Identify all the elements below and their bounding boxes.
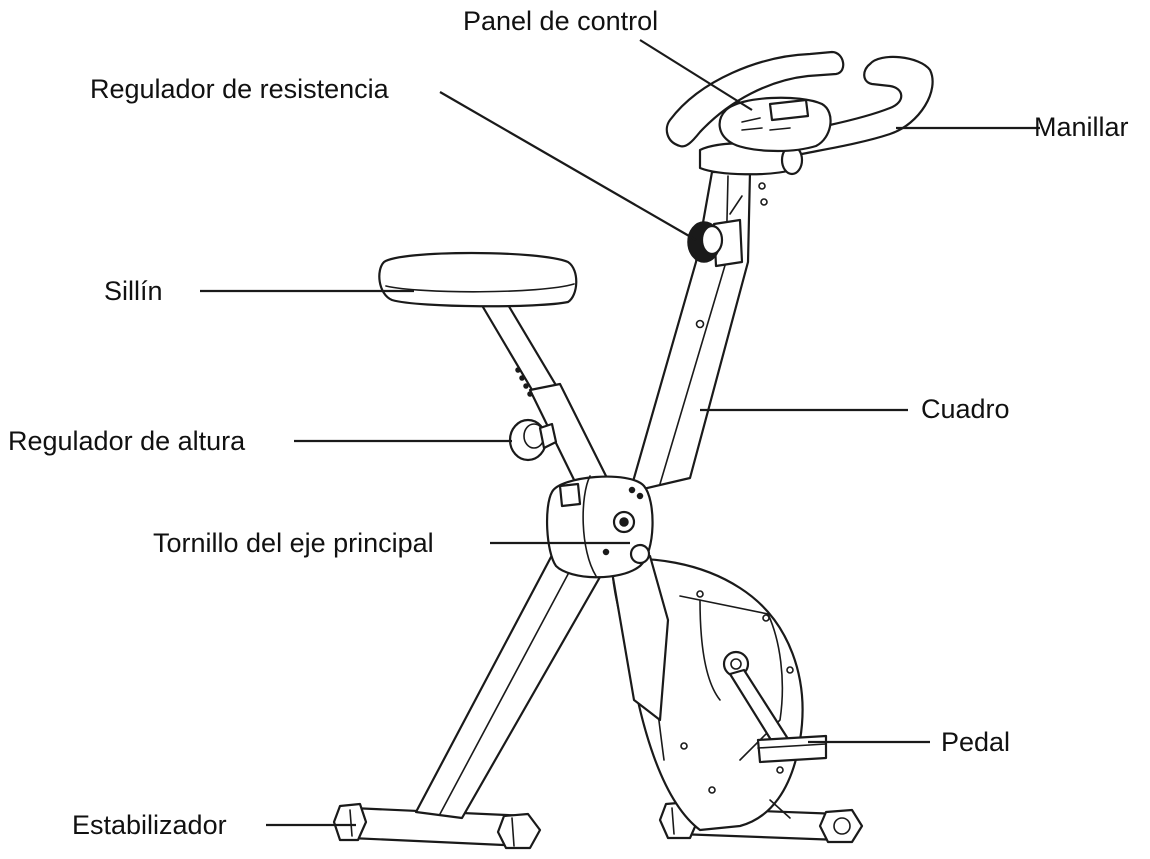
leader-resistance-knob	[439, 91, 697, 241]
rear-frame-leg	[414, 538, 614, 820]
label-seat: Sillín	[104, 276, 163, 306]
label-stabilizer: Estabilizador	[72, 810, 227, 840]
label-frame: Cuadro	[921, 394, 1010, 424]
label-handlebar: Manillar	[1034, 112, 1129, 142]
label-resistance-knob: Regulador de resistencia	[90, 74, 389, 104]
leader-control-panel	[639, 39, 753, 111]
seat-post	[478, 296, 610, 494]
label-main-axle-bolt: Tornillo del eje principal	[153, 528, 434, 558]
label-control-panel: Panel de control	[463, 6, 659, 36]
label-pedal: Pedal	[941, 727, 1011, 757]
rear-stabilizer	[332, 802, 542, 850]
resistance-knob	[687, 195, 744, 268]
pivot-housing	[545, 475, 654, 579]
seat	[378, 251, 578, 308]
height-knob	[508, 418, 558, 462]
leader-lines	[200, 39, 1040, 827]
label-height-knob: Regulador de altura	[8, 426, 246, 456]
control-panel	[718, 96, 832, 153]
